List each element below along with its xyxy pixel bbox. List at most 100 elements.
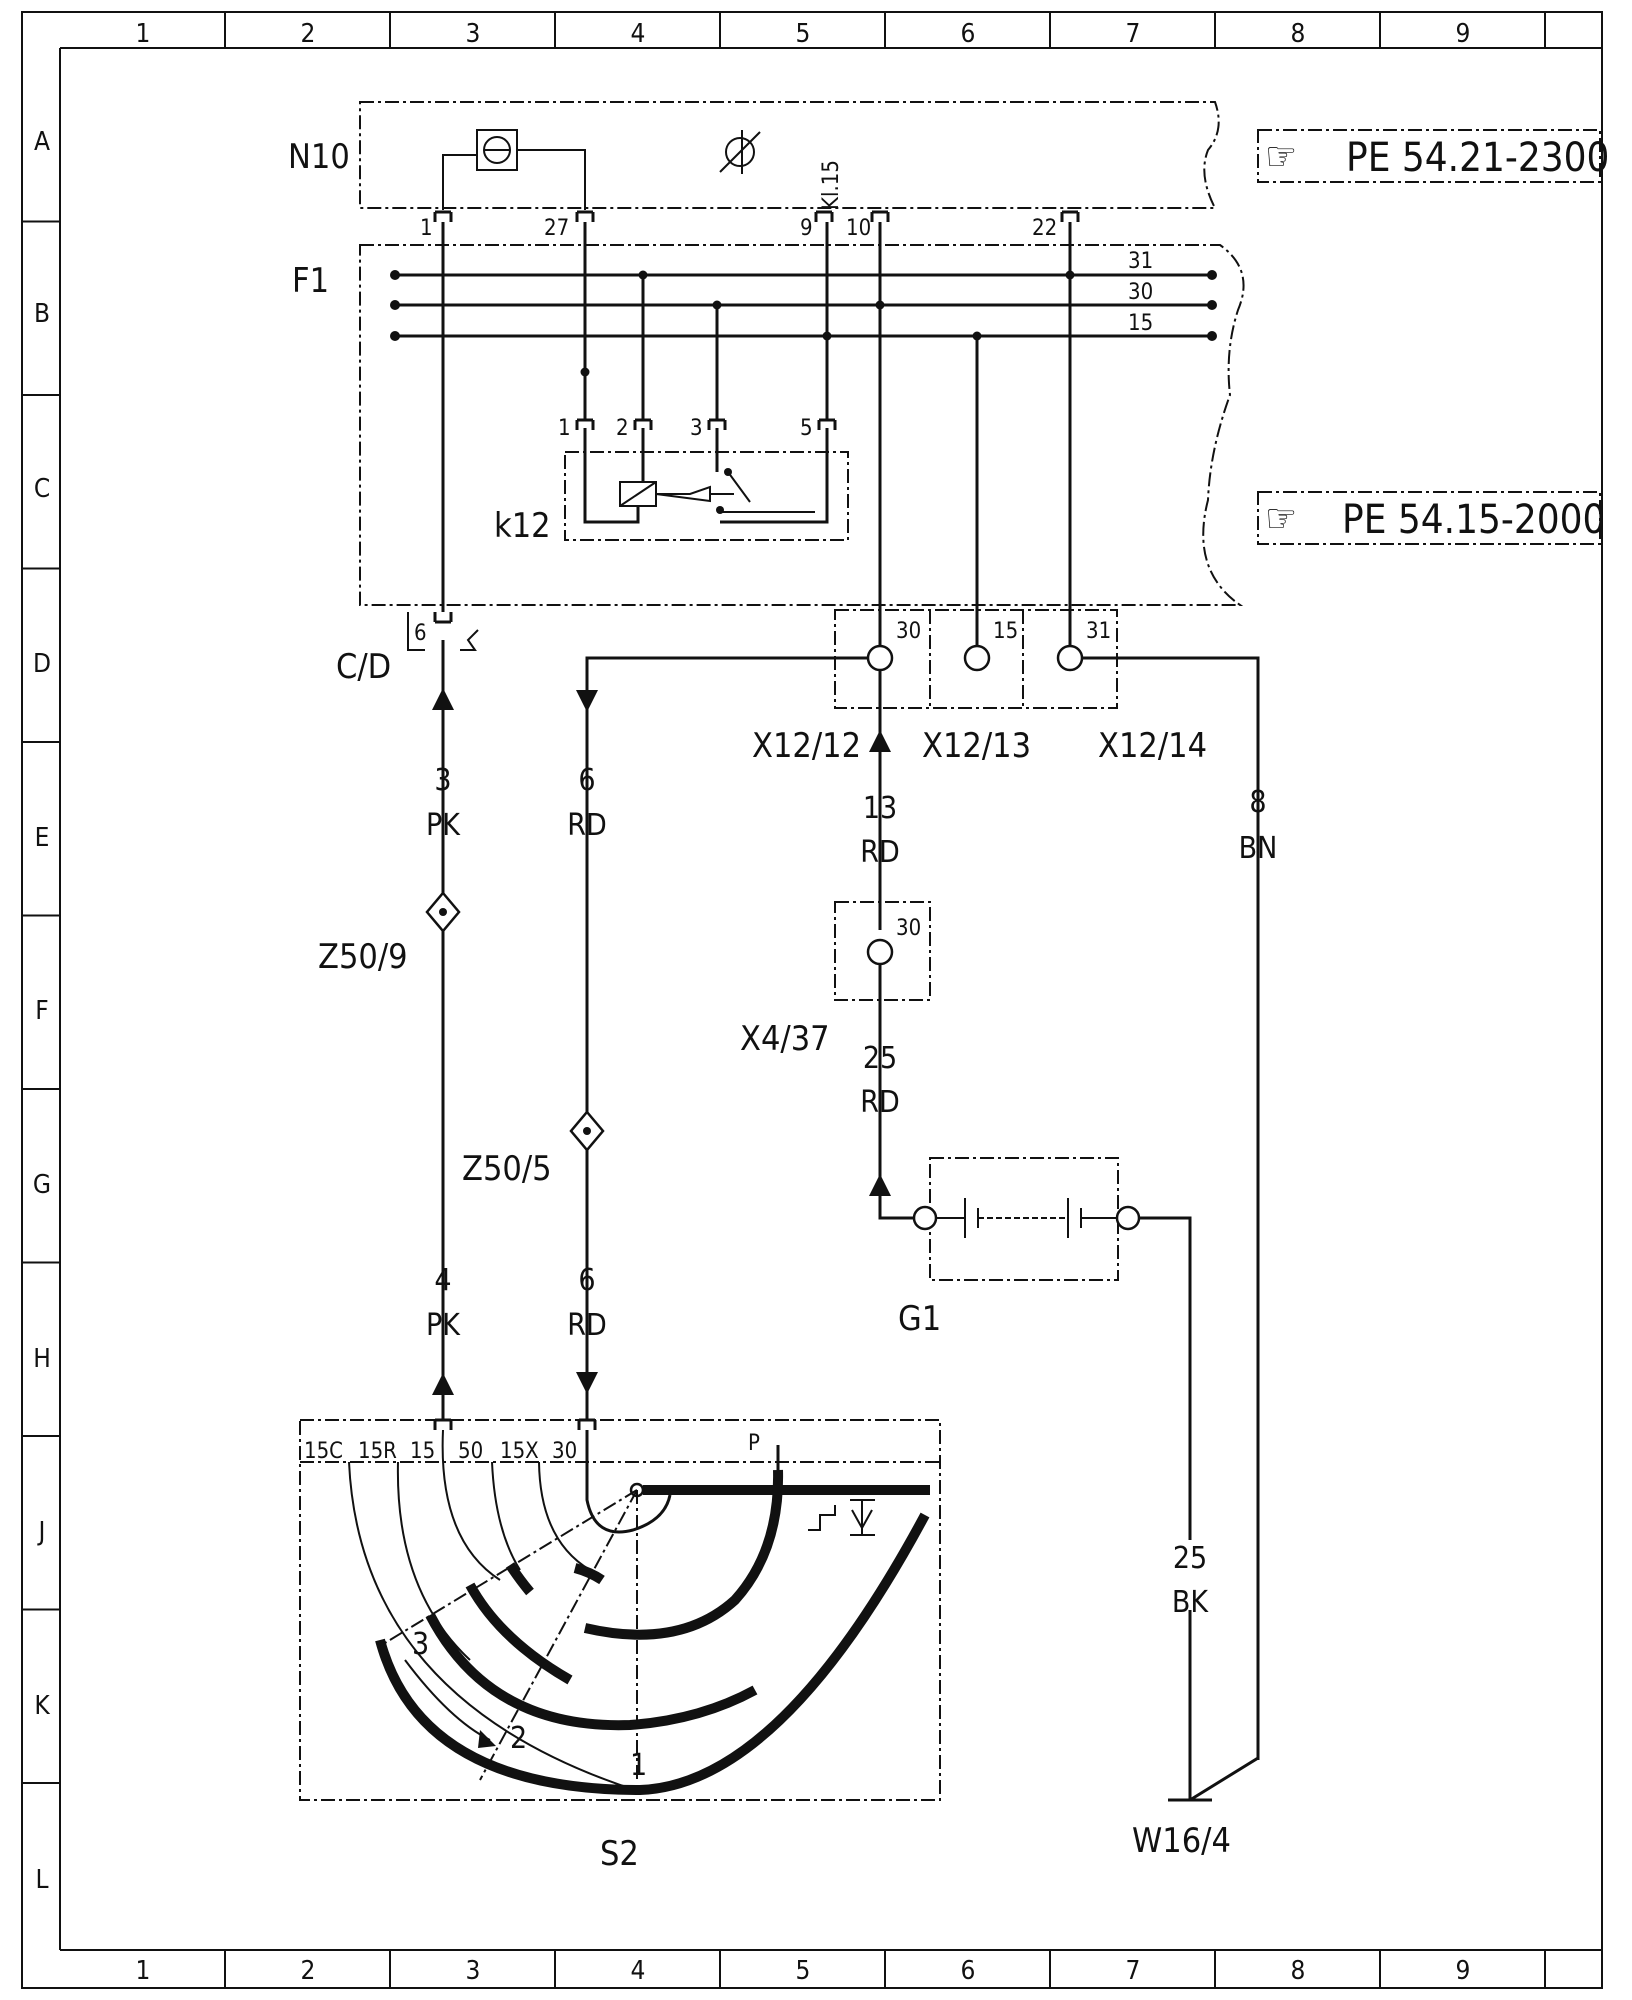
col-label: 8: [1291, 19, 1306, 49]
terminal-30-icon: [866, 644, 894, 672]
wire-rd-13: 13 RD 30 X4/37 25 RD: [740, 670, 931, 1220]
x12-terminal-block: 30 15 31 X12/12 X12/13 X12/14: [752, 609, 1207, 766]
wire-13-number: 13: [863, 791, 897, 826]
n10-pin-22: 22: [1032, 216, 1057, 241]
wire-bn-8: 8 BN 25 BK W16/4: [1082, 656, 1278, 1861]
row-label: D: [33, 649, 51, 679]
reference-box-2: ☞ PE 54.15-2000: [1257, 491, 1605, 545]
s2-pin-15x: 15X: [500, 1439, 539, 1464]
col-label: 2: [301, 19, 316, 49]
battery-cell-icon: [936, 1198, 979, 1238]
k12-pin-1: 1: [558, 416, 571, 441]
wire-pk: 6 C/D 3 PK Z50/9 4 PK: [318, 222, 479, 1420]
busbar-15-label: 15: [1128, 311, 1153, 336]
s2-position-1: 1: [630, 1748, 647, 1783]
key-symbol-icon: [850, 1499, 875, 1536]
s2-pin-50: 50: [458, 1439, 483, 1464]
f1-fuse-box: F1 31 30 15 k12: [292, 222, 1245, 648]
w16-4-label: W16/4: [1132, 1821, 1231, 1861]
s2-position-3: 3: [412, 1627, 429, 1662]
n10-label: N10: [288, 137, 350, 177]
row-label: F: [35, 996, 48, 1026]
k12-pin-2: 2: [616, 416, 629, 441]
contact-arc: [465, 1582, 573, 1685]
wire-6-color: RD: [567, 808, 607, 843]
column-labels-top: 1 2 3 4 5 6 7 8 9: [136, 19, 1471, 49]
cd-pin-6: 6: [414, 621, 427, 646]
contact-arc: [375, 1512, 930, 1796]
contact-arc: [425, 1612, 758, 1731]
x4-37-label: X4/37: [740, 1019, 830, 1059]
col-label: 9: [1456, 19, 1471, 49]
battery-terminal-icon: [912, 1205, 938, 1231]
wire-25-number: 25: [863, 1041, 897, 1076]
terminal-30-label: 30: [896, 619, 921, 644]
row-label: H: [33, 1344, 51, 1374]
row-label: L: [35, 1865, 48, 1895]
col-label: 4: [631, 1956, 646, 1986]
terminal-15-icon: [963, 644, 991, 672]
s2-position-2: 2: [510, 1721, 527, 1756]
z50-5-label: Z50/5: [462, 1149, 552, 1189]
n10-kl15-label: Kl.15: [819, 160, 844, 210]
col-label: 1: [136, 19, 151, 49]
g1-battery: G1: [898, 1157, 1192, 1800]
n10-pin-1: 1: [420, 216, 433, 241]
x12-14-label: X12/14: [1098, 726, 1207, 766]
wire-6b-color: RD: [567, 1308, 607, 1343]
n10-module: N10 1 27 9 10 22 Kl.15: [288, 101, 1220, 241]
wire-8-color: BN: [1239, 831, 1278, 866]
reference-2-label: PE 54.15-2000: [1342, 497, 1605, 543]
busbar-31-label: 31: [1128, 249, 1153, 274]
row-label: C: [34, 474, 50, 504]
wire-4-color: PK: [426, 1308, 461, 1343]
col-label: 7: [1126, 1956, 1141, 1986]
k12-pin-5: 5: [800, 416, 813, 441]
s2-pin-p: P: [748, 1431, 760, 1456]
contact-arc: [573, 1563, 605, 1585]
step-symbol-icon: [808, 1505, 836, 1531]
wire-13-color: RD: [860, 835, 900, 870]
wire-25-color: RD: [860, 1085, 900, 1120]
n10-pin-10: 10: [846, 216, 871, 241]
busbar-30-label: 30: [1128, 280, 1153, 305]
wire-rd-6: 6 RD Z50/5 6 RD: [462, 656, 880, 1420]
terminal-15-label: 15: [993, 619, 1018, 644]
col-label: 7: [1126, 19, 1141, 49]
column-labels-bottom: 1 2 3 4 5 6 7 8 9: [136, 1956, 1471, 1986]
s2-pin-15c: 15C: [304, 1439, 343, 1464]
col-label: 6: [961, 19, 976, 49]
s2-ignition-switch: 15C 15R 15 50 15X 30 P 3 2 1: [299, 1418, 941, 1874]
arrow-up-icon: [432, 688, 454, 710]
contact-arc: [505, 1562, 534, 1596]
terminal-31-label: 31: [1086, 619, 1111, 644]
pointing-hand-icon: ☞: [1265, 496, 1297, 542]
wire-25b-number: 25: [1173, 1541, 1207, 1576]
row-labels: A B C D E F G H J K L: [33, 127, 51, 1895]
row-label: G: [33, 1170, 51, 1200]
x12-13-label: X12/13: [922, 726, 1031, 766]
x4-37-pin: 30: [896, 916, 921, 941]
col-label: 2: [301, 1956, 316, 1986]
row-label: A: [34, 127, 50, 157]
reference-box-1: ☞ PE 54.21-2300: [1257, 129, 1609, 183]
k12-relay: k12 1 2 3 5: [494, 416, 849, 546]
s2-pin-15r: 15R: [358, 1439, 397, 1464]
col-label: 8: [1291, 1956, 1306, 1986]
col-label: 4: [631, 19, 646, 49]
wire-3-number: 3: [434, 763, 451, 798]
n10-pin-9: 9: [800, 216, 813, 241]
s2-label: S2: [600, 1834, 639, 1874]
k12-pin-3: 3: [690, 416, 703, 441]
drawing-frame: [21, 11, 1603, 1989]
row-label: E: [35, 823, 50, 853]
row-label: K: [34, 1691, 50, 1721]
wire-6-number: 6: [578, 763, 595, 798]
arrow-up-icon: [869, 1174, 891, 1196]
arrow-up-icon: [869, 730, 891, 752]
row-label: J: [37, 1517, 46, 1547]
z50-9-label: Z50/9: [318, 937, 408, 977]
wire-8-number: 8: [1249, 785, 1266, 820]
s2-pin-30: 30: [552, 1439, 577, 1464]
